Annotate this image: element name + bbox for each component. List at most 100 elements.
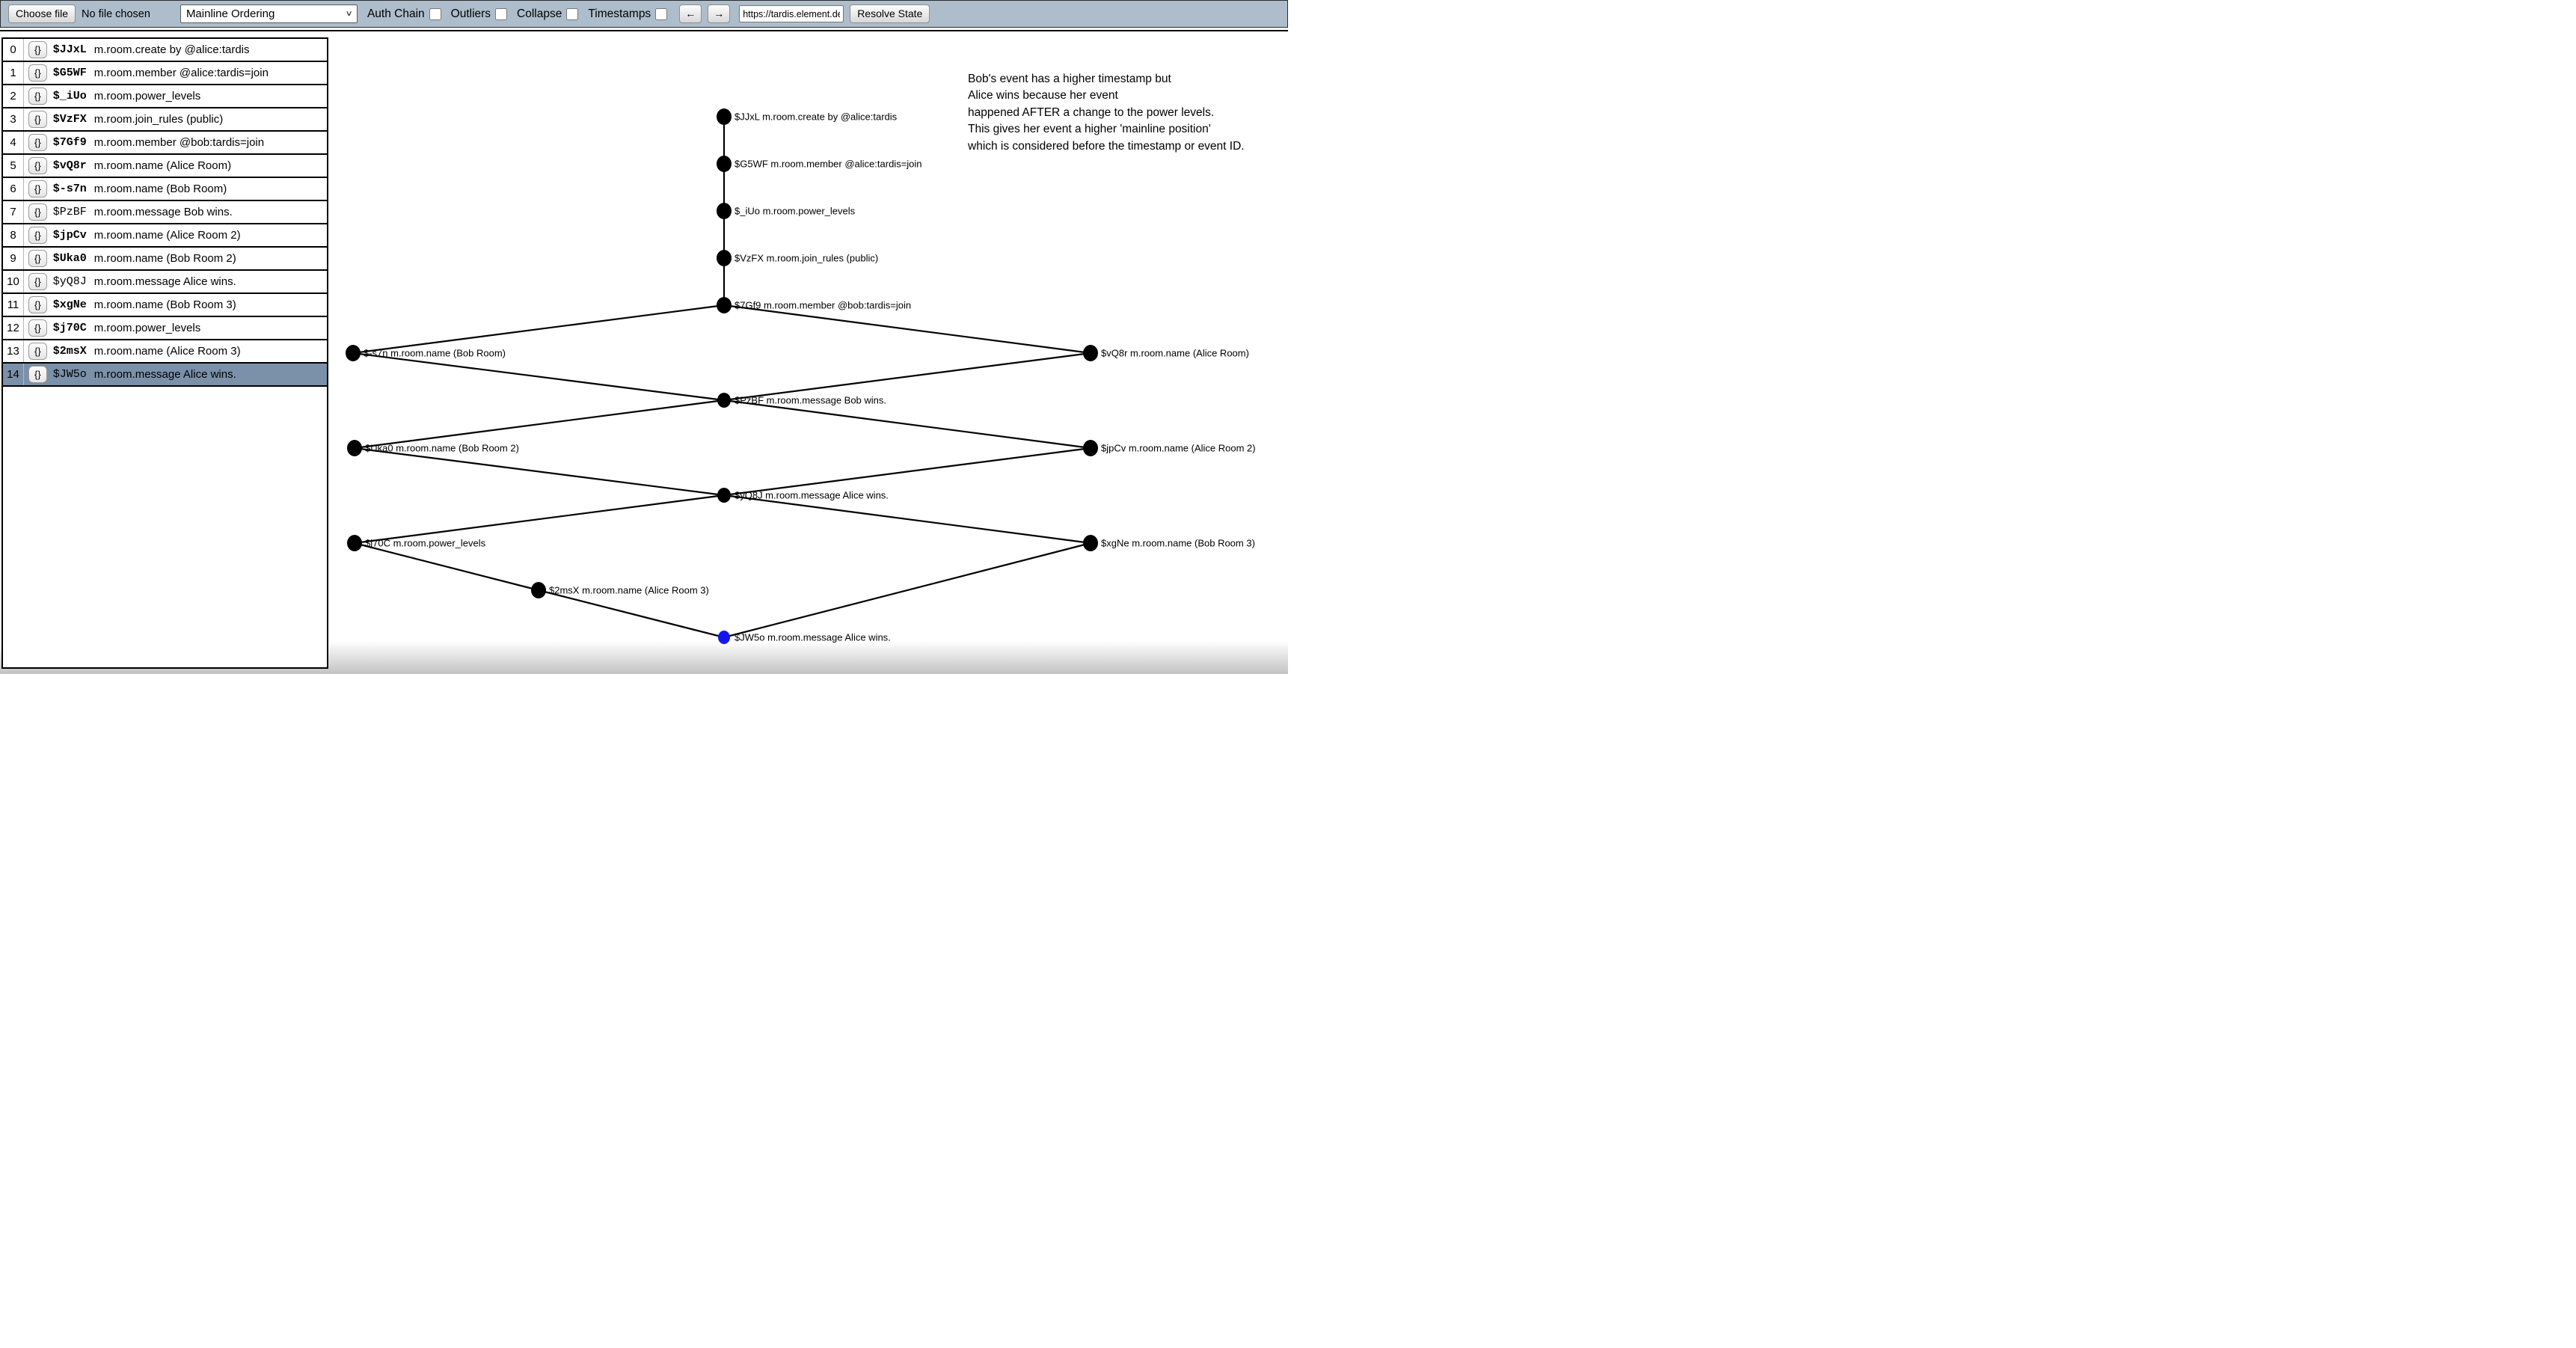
event-id: $Uka0: [52, 252, 87, 265]
choose-file-button[interactable]: Choose file: [8, 4, 76, 23]
dag-node-label: $Uka0 m.room.name (Bob Room 2): [365, 443, 519, 454]
event-row[interactable]: 3{} $VzFX m.room.join_rules (public): [3, 108, 327, 132]
annotation-line: Bob's event has a higher timestamp but: [968, 73, 1171, 85]
event-id: $vQ8r: [52, 159, 87, 172]
annotation-line: happened AFTER a change to the power lev…: [968, 105, 1215, 119]
event-json-button[interactable]: {}: [28, 203, 47, 221]
dag-node[interactable]: [717, 108, 732, 125]
timestamps-checkbox[interactable]: [655, 7, 668, 20]
event-json-button[interactable]: {}: [28, 319, 47, 337]
event-description: m.room.message Bob wins.: [93, 206, 233, 218]
event-description: m.room.join_rules (public): [93, 113, 224, 126]
event-json-button[interactable]: {}: [28, 273, 47, 290]
dag-node-label: $7Gf9 m.room.member @bob:tardis=join: [735, 300, 911, 311]
dag-node[interactable]: [717, 393, 731, 408]
event-id: $_iUo: [52, 90, 87, 102]
checkbox-label-timestamps: Timestamps: [588, 7, 651, 20]
event-json-button[interactable]: {}: [28, 64, 47, 82]
dag-node[interactable]: [1083, 345, 1098, 361]
event-description: m.room.member @bob:tardis=join: [93, 136, 265, 149]
event-json-button[interactable]: {}: [28, 227, 47, 244]
dag-node[interactable]: [717, 250, 732, 266]
event-index: 1: [3, 62, 24, 84]
checkbox-group: Auth Chain: [367, 7, 441, 21]
event-description: m.room.message Alice wins.: [93, 368, 236, 381]
event-json-button[interactable]: {}: [28, 250, 47, 267]
dag-edge: [354, 494, 725, 545]
event-id: $VzFX: [52, 113, 87, 126]
event-description: m.room.create by @alice:tardis: [93, 43, 250, 56]
collapse-checkbox[interactable]: [566, 7, 579, 20]
dag-node-label: $jpCv m.room.name (Alice Room 2): [1101, 443, 1256, 454]
event-description: m.room.name (Alice Room): [93, 159, 232, 172]
auth-chain-checkbox[interactable]: [429, 7, 441, 20]
dag-node-label: $j70C m.room.power_levels: [365, 538, 486, 549]
event-id: $2msX: [52, 345, 87, 358]
forward-button[interactable]: →: [708, 4, 731, 23]
event-json-button[interactable]: {}: [28, 134, 47, 151]
outliers-checkbox[interactable]: [495, 7, 508, 20]
event-id: $yQ8J: [52, 275, 87, 288]
dag-node[interactable]: [718, 631, 730, 644]
event-json-button[interactable]: {}: [28, 88, 47, 105]
resolve-state-button[interactable]: Resolve State: [850, 4, 930, 23]
dag-node-label: $2msX m.room.name (Alice Room 3): [549, 585, 709, 596]
file-status: No file chosen: [82, 7, 150, 20]
event-index: 14: [3, 364, 24, 385]
ordering-select[interactable]: Mainline Ordering ∨: [180, 4, 358, 23]
event-json-button[interactable]: {}: [28, 157, 47, 174]
dag-node[interactable]: [1083, 440, 1098, 456]
dag-node[interactable]: [1083, 535, 1098, 551]
event-json-button[interactable]: {}: [28, 111, 47, 128]
dag-node[interactable]: [531, 582, 546, 598]
dag-node[interactable]: [717, 156, 732, 172]
event-json-button[interactable]: {}: [28, 366, 47, 383]
back-button[interactable]: ←: [679, 4, 702, 23]
dag-node-label: $vQ8r m.room.name (Alice Room): [1101, 348, 1249, 359]
dag-node-label: $-s7n m.room.name (Bob Room): [364, 348, 506, 359]
url-input[interactable]: [739, 5, 844, 22]
dag-node-label: $G5WF m.room.member @alice:tardis=join: [735, 159, 922, 170]
dag-node[interactable]: [346, 345, 361, 361]
chevron-down-icon: ∨: [345, 10, 353, 18]
event-description: m.room.name (Bob Room): [93, 183, 227, 195]
event-index: 0: [3, 39, 24, 61]
dag-node[interactable]: [717, 297, 732, 313]
dag-node[interactable]: [717, 203, 732, 219]
event-index: 11: [3, 294, 24, 316]
annotation-line: This gives her event a higher 'mainline …: [968, 123, 1211, 136]
checkbox-label-auth-chain: Auth Chain: [367, 7, 425, 20]
event-json-button[interactable]: {}: [28, 180, 47, 197]
checkbox-group: Timestamps: [588, 7, 668, 21]
event-json-button[interactable]: {}: [28, 343, 47, 360]
dag-edge: [723, 542, 1091, 639]
checkbox-label-outliers: Outliers: [450, 7, 491, 20]
event-index: 3: [3, 108, 24, 130]
ordering-selected-value: Mainline Ordering: [185, 7, 275, 20]
dag-node[interactable]: [347, 440, 362, 456]
dag-node[interactable]: [717, 488, 731, 503]
event-index: 9: [3, 248, 24, 269]
event-id: $7Gf9: [52, 136, 87, 149]
event-description: m.room.name (Alice Room 3): [93, 345, 241, 358]
event-description: m.room.name (Bob Room 3): [93, 298, 236, 311]
event-json-button[interactable]: {}: [28, 296, 47, 313]
dag-node[interactable]: [347, 535, 362, 551]
event-json-button[interactable]: {}: [28, 41, 47, 58]
